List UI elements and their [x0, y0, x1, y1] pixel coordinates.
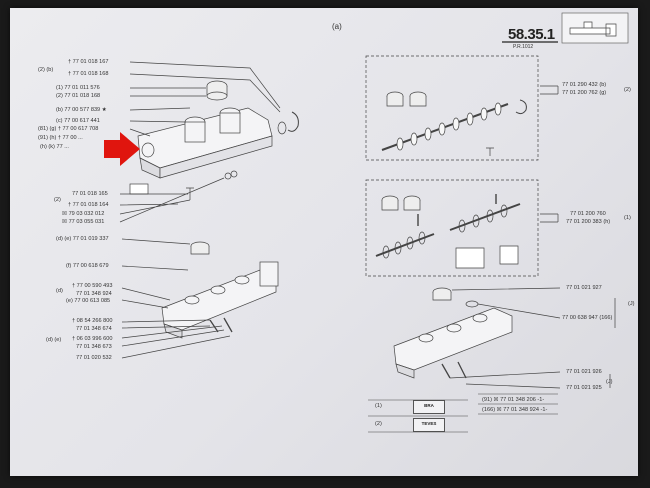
repair-kit-box-2	[365, 55, 539, 161]
part-reference-label: ☒ 77 03 055 031	[62, 219, 105, 225]
repair-kit-box-1	[365, 179, 539, 277]
piston-assembly-upper-icon	[381, 102, 509, 151]
part-reference-label: † 77 01 018 168	[68, 71, 109, 77]
part-reference-label: (c) 77 00 617 441	[56, 118, 100, 124]
part-reference-label: 77 01 021 927	[566, 285, 602, 291]
part-reference-label: (d)	[56, 288, 63, 294]
part-reference-label: 77 01 021 925	[566, 385, 602, 391]
part-reference-label: (h) (k) 77 ...	[40, 144, 69, 150]
circlip-icon	[287, 111, 299, 132]
part-reference-label: (J)	[628, 301, 635, 307]
part-reference-label: † 77 01 018 164	[68, 202, 109, 208]
part-reference-label: 77 00 638 947 (166)	[562, 315, 613, 321]
part-reference-label: 77 01 200 762 (g)	[562, 90, 607, 96]
lower-plug-icon	[190, 241, 210, 255]
part-reference-label: ☒ 79 03 032 012	[62, 211, 105, 217]
legend-brand-box: TEVES	[413, 418, 445, 432]
part-reference-label: (f) 77 00 618 679	[66, 263, 109, 269]
small-parts-icon	[129, 170, 238, 200]
exploded-diagram	[104, 12, 629, 433]
part-reference-label: 77 01 290 432 (b)	[562, 82, 607, 88]
page-number: 58.35.1	[508, 26, 555, 43]
reservoir-plug-icon	[206, 80, 228, 101]
legend-brand-label: BRA	[424, 403, 434, 408]
section-label: (a)	[332, 22, 342, 31]
part-reference-label: 77 01 018 165	[72, 191, 108, 197]
red-arrow-pointer-icon	[104, 132, 140, 166]
bleed-screw-icon	[209, 317, 233, 333]
part-reference-label: (91) (h) † 77 00 ...	[38, 135, 83, 141]
part-reference-label: (166) ☒ 77 01 348 924 -1-	[482, 407, 548, 413]
part-reference-label: 77 01 020 532	[76, 355, 112, 361]
master-cylinder-lower-icon	[161, 261, 279, 339]
part-reference-label: (e) 77 00 613 085	[66, 298, 111, 304]
part-reference-label: (91) ☒ 77 01 348 206 -1-	[482, 397, 545, 403]
master-cylinder-upper-icon	[137, 107, 273, 179]
part-reference-label: (d) (e)	[46, 337, 62, 343]
part-reference-label: 77 01 200 383 (h)	[566, 219, 611, 225]
grease-sachet-icon	[455, 245, 519, 269]
part-reference-label: (2) (b)	[38, 67, 54, 73]
part-reference-label: † 06 03 996 600	[72, 336, 113, 342]
part-reference-label: (d) (e) 77 01 019 337	[56, 236, 109, 242]
kit-plugs-1-icon	[381, 195, 421, 211]
part-reference-label: (b) 77 00 577 839 ★	[56, 107, 107, 113]
right-plug-icon	[432, 287, 452, 301]
part-reference-label: 77 01 348 924	[76, 291, 112, 297]
part-reference-label: (1) 77 01 011 576	[56, 85, 100, 91]
part-reference-label: † 77 01 018 167	[68, 59, 109, 65]
parts-catalog-page: (a) 58.35.1 P.R.1012 † 77 01 018 167 (2) …	[10, 8, 638, 476]
part-reference-label: (2)	[624, 87, 631, 93]
master-cylinder-right-icon	[393, 307, 513, 379]
part-reference-label: 77 01 348 674	[76, 326, 112, 332]
part-reference-label: 77 01 348 673	[76, 344, 112, 350]
page-subtitle: P.R.1012	[513, 44, 534, 50]
part-reference-label: 77 01 200 760	[570, 211, 606, 217]
legend-number: (1)	[375, 403, 382, 409]
piston-assembly-lower-icon	[375, 194, 521, 259]
part-reference-label: † 77 00 590 493	[72, 283, 113, 289]
part-reference-label: (1)	[624, 215, 631, 221]
legend-number: (2)	[375, 421, 382, 427]
kit-plugs-icon	[386, 91, 427, 107]
part-reference-label: † 08 54 266 800	[72, 318, 113, 324]
legend-brand-box: BRA	[413, 400, 445, 414]
part-reference-label: (2) 77 01 018 168	[56, 93, 101, 99]
seal-ring-icon	[277, 121, 287, 135]
part-reference-label: (J)	[606, 379, 613, 385]
master-cylinder-thumbnail-icon	[569, 21, 617, 37]
part-reference-label: (2)	[54, 197, 61, 203]
legend-brand-label: TEVES	[421, 421, 437, 426]
part-reference-label: (81) (g) † 77 00 617 708	[38, 126, 99, 132]
part-reference-label: 77 01 021 926	[566, 369, 602, 375]
